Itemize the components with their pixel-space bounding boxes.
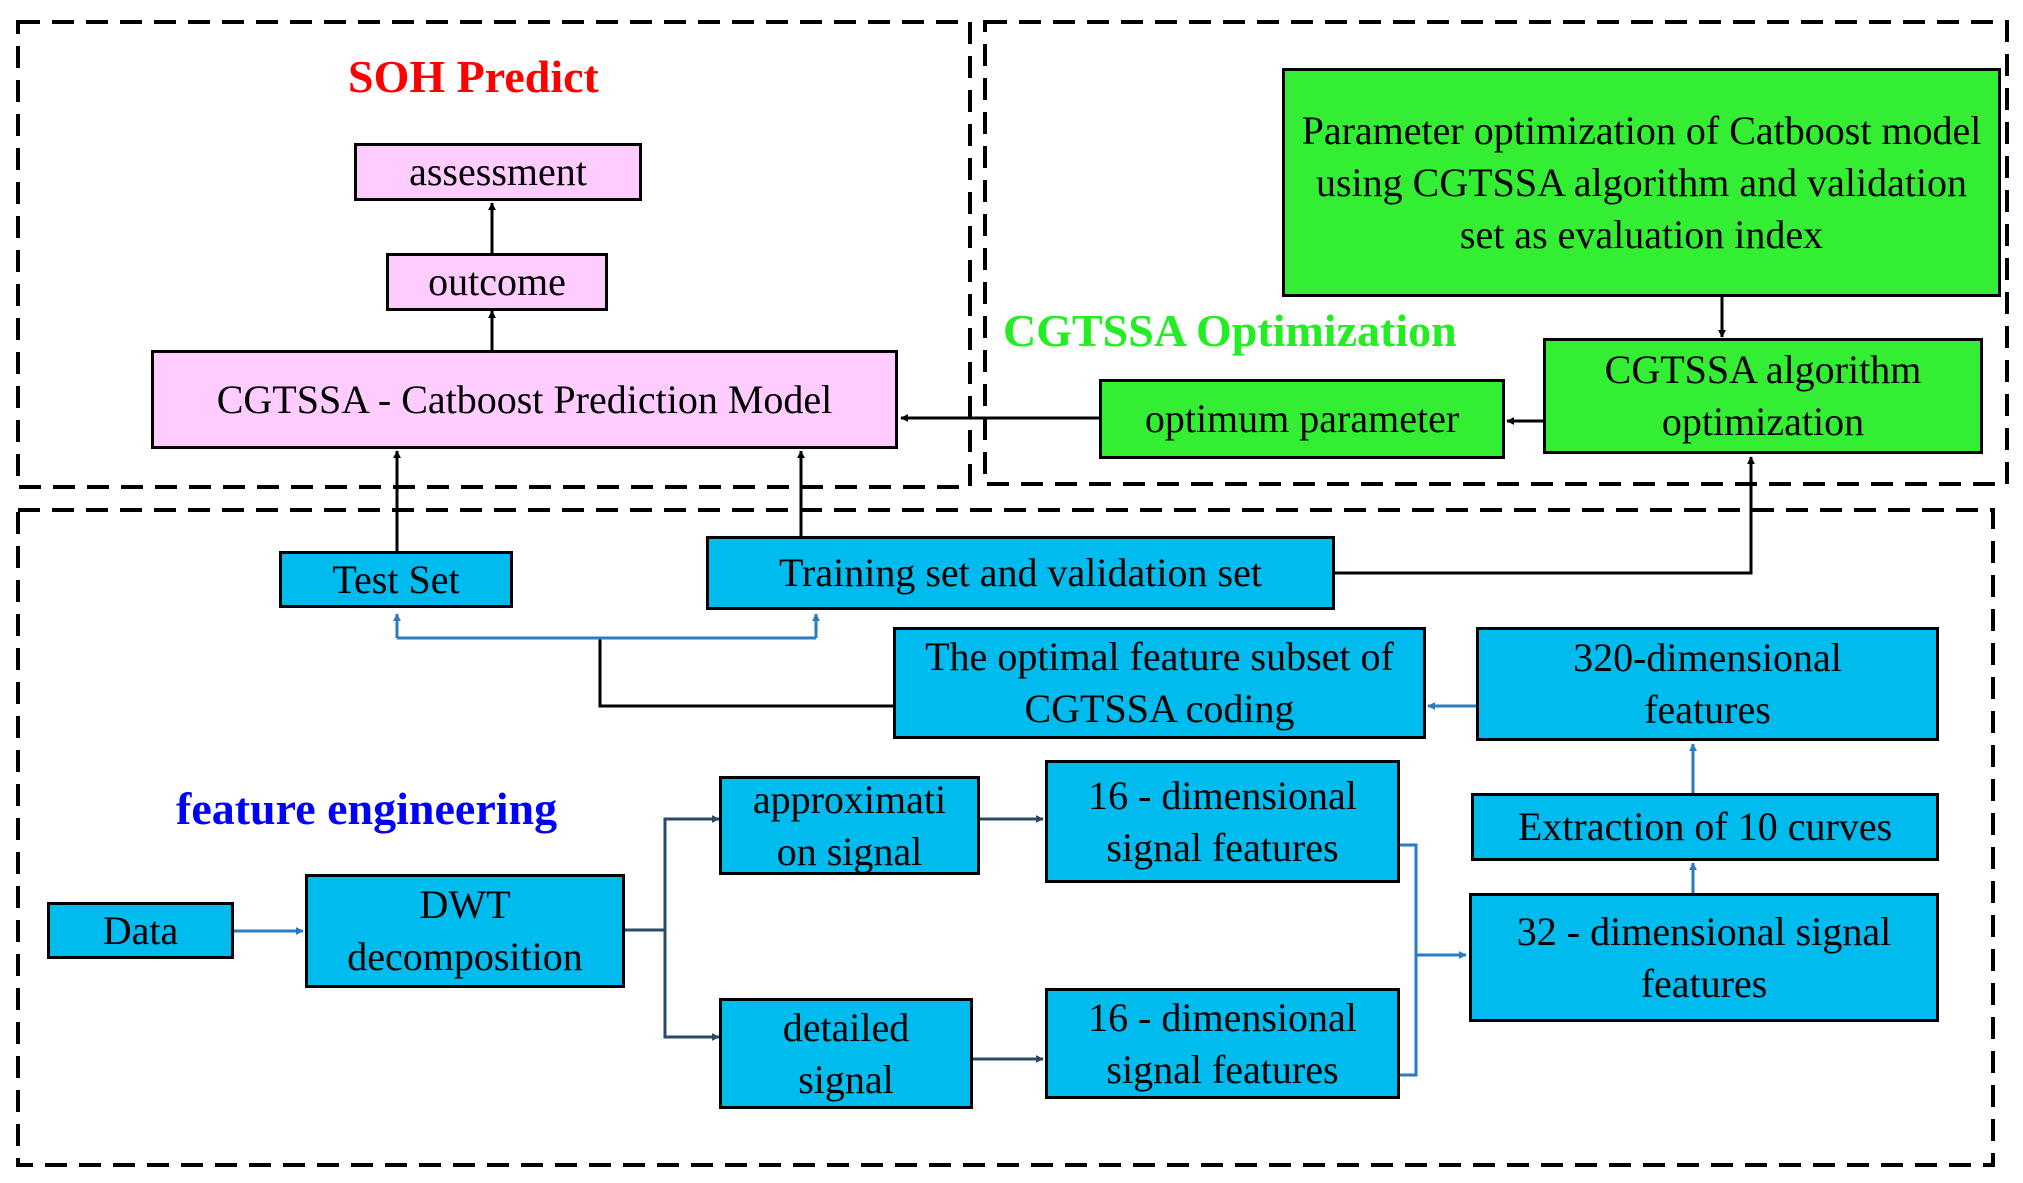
dimensional-16-approx-box: 16 - dimensional signal features [1045, 760, 1400, 883]
arrow-dwt-to-approx [663, 815, 720, 930]
line-subset-split [598, 638, 899, 708]
dimensional-32-box: 32 - dimensional signal features [1469, 893, 1939, 1022]
feature-region-frame [16, 508, 1995, 1167]
optimum-parameter-box: optimum parameter [1099, 379, 1505, 459]
region-title-feature-engineering: feature engineering [176, 783, 558, 834]
assessment-box: assessment [354, 143, 642, 201]
test-set-box: Test Set [279, 551, 513, 608]
prediction-model-box: CGTSSA - Catboost Prediction Model [151, 350, 898, 449]
extraction-curves-box: Extraction of 10 curves [1471, 793, 1939, 861]
cgtssa-region-frame [983, 20, 2009, 486]
dwt-decomposition-box: DWT decomposition [305, 874, 625, 988]
optimal-feature-subset-box: The optimal feature subset of CGTSSA cod… [893, 627, 1426, 739]
arrow-dwt-to-detailed [663, 930, 720, 1041]
dimensional-16-detailed-box: 16 - dimensional signal features [1045, 988, 1400, 1099]
region-title-cgtssa-optimization: CGTSSA Optimization [1003, 305, 1457, 356]
arrow-trainval-to-algo [1335, 456, 1755, 575]
outcome-box: outcome [386, 253, 608, 311]
cgtssa-algorithm-box: CGTSSA algorithm optimization [1543, 338, 1983, 454]
data-box: Data [47, 902, 234, 959]
dimensional-320-box: 320-dimensional features [1476, 627, 1939, 741]
detailed-signal-box: detailed signal [719, 998, 973, 1109]
training-validation-box: Training set and validation set [706, 536, 1335, 610]
region-title-soh-predict: SOH Predict [348, 51, 599, 102]
soh-region-frame [16, 20, 972, 489]
parameter-optimization-box: Parameter optimization of Catboost model… [1282, 68, 2001, 297]
line-16a-merge [1400, 843, 1418, 1077]
approximation-signal-box: approximati on signal [719, 776, 980, 875]
